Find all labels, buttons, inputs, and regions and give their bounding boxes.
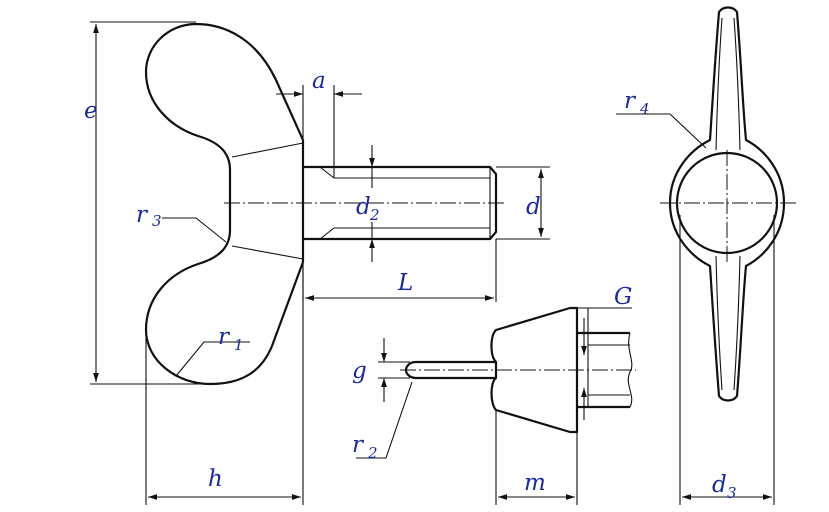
- label-h: h: [208, 466, 223, 492]
- label-r2-sub: 2: [367, 444, 378, 462]
- leader-r1: [175, 341, 250, 377]
- wing-inner-line-bottom: [231, 245, 304, 260]
- front-dimensions: [90, 21, 550, 505]
- label-L: L: [397, 270, 413, 296]
- side-shank: [577, 331, 630, 409]
- wing-inner-line-top: [231, 142, 304, 158]
- side-view: [400, 306, 636, 434]
- front-view: [144, 22, 506, 386]
- top-view-inner-arm: [715, 17, 741, 391]
- dimension-labels: e a d 2 d L r 3 r 1 h G g r 2 m r 4 d 3: [84, 68, 737, 502]
- label-g: g: [352, 358, 367, 384]
- label-r3: r: [136, 202, 149, 228]
- leader-r2: [356, 381, 413, 459]
- label-r4-sub: 4: [639, 100, 650, 118]
- side-dimensions: [356, 307, 632, 505]
- label-r2: r: [352, 432, 365, 458]
- side-shank-break: [627, 332, 633, 408]
- label-d2: d: [356, 194, 371, 220]
- top-view-outline: [668, 6, 786, 402]
- label-e: e: [84, 98, 98, 124]
- label-d3-sub: 3: [727, 484, 737, 502]
- thread-runout-2: [319, 227, 335, 240]
- label-d3: d: [712, 472, 727, 498]
- label-r4: r: [624, 88, 637, 114]
- label-r1-sub: 1: [234, 336, 244, 354]
- label-r3-sub: 3: [152, 212, 162, 230]
- label-d: d: [526, 194, 541, 220]
- leader-r4: [616, 113, 707, 149]
- wing-outline: [144, 22, 305, 386]
- leader-r3: [162, 217, 227, 243]
- label-a: a: [312, 68, 326, 94]
- label-d2-sub: 2: [369, 206, 380, 224]
- label-m: m: [524, 470, 546, 496]
- label-G: G: [614, 284, 632, 310]
- thread-runout: [319, 166, 335, 179]
- cone-body: [490, 306, 579, 434]
- top-view: [616, 6, 796, 505]
- label-r1: r: [218, 324, 231, 350]
